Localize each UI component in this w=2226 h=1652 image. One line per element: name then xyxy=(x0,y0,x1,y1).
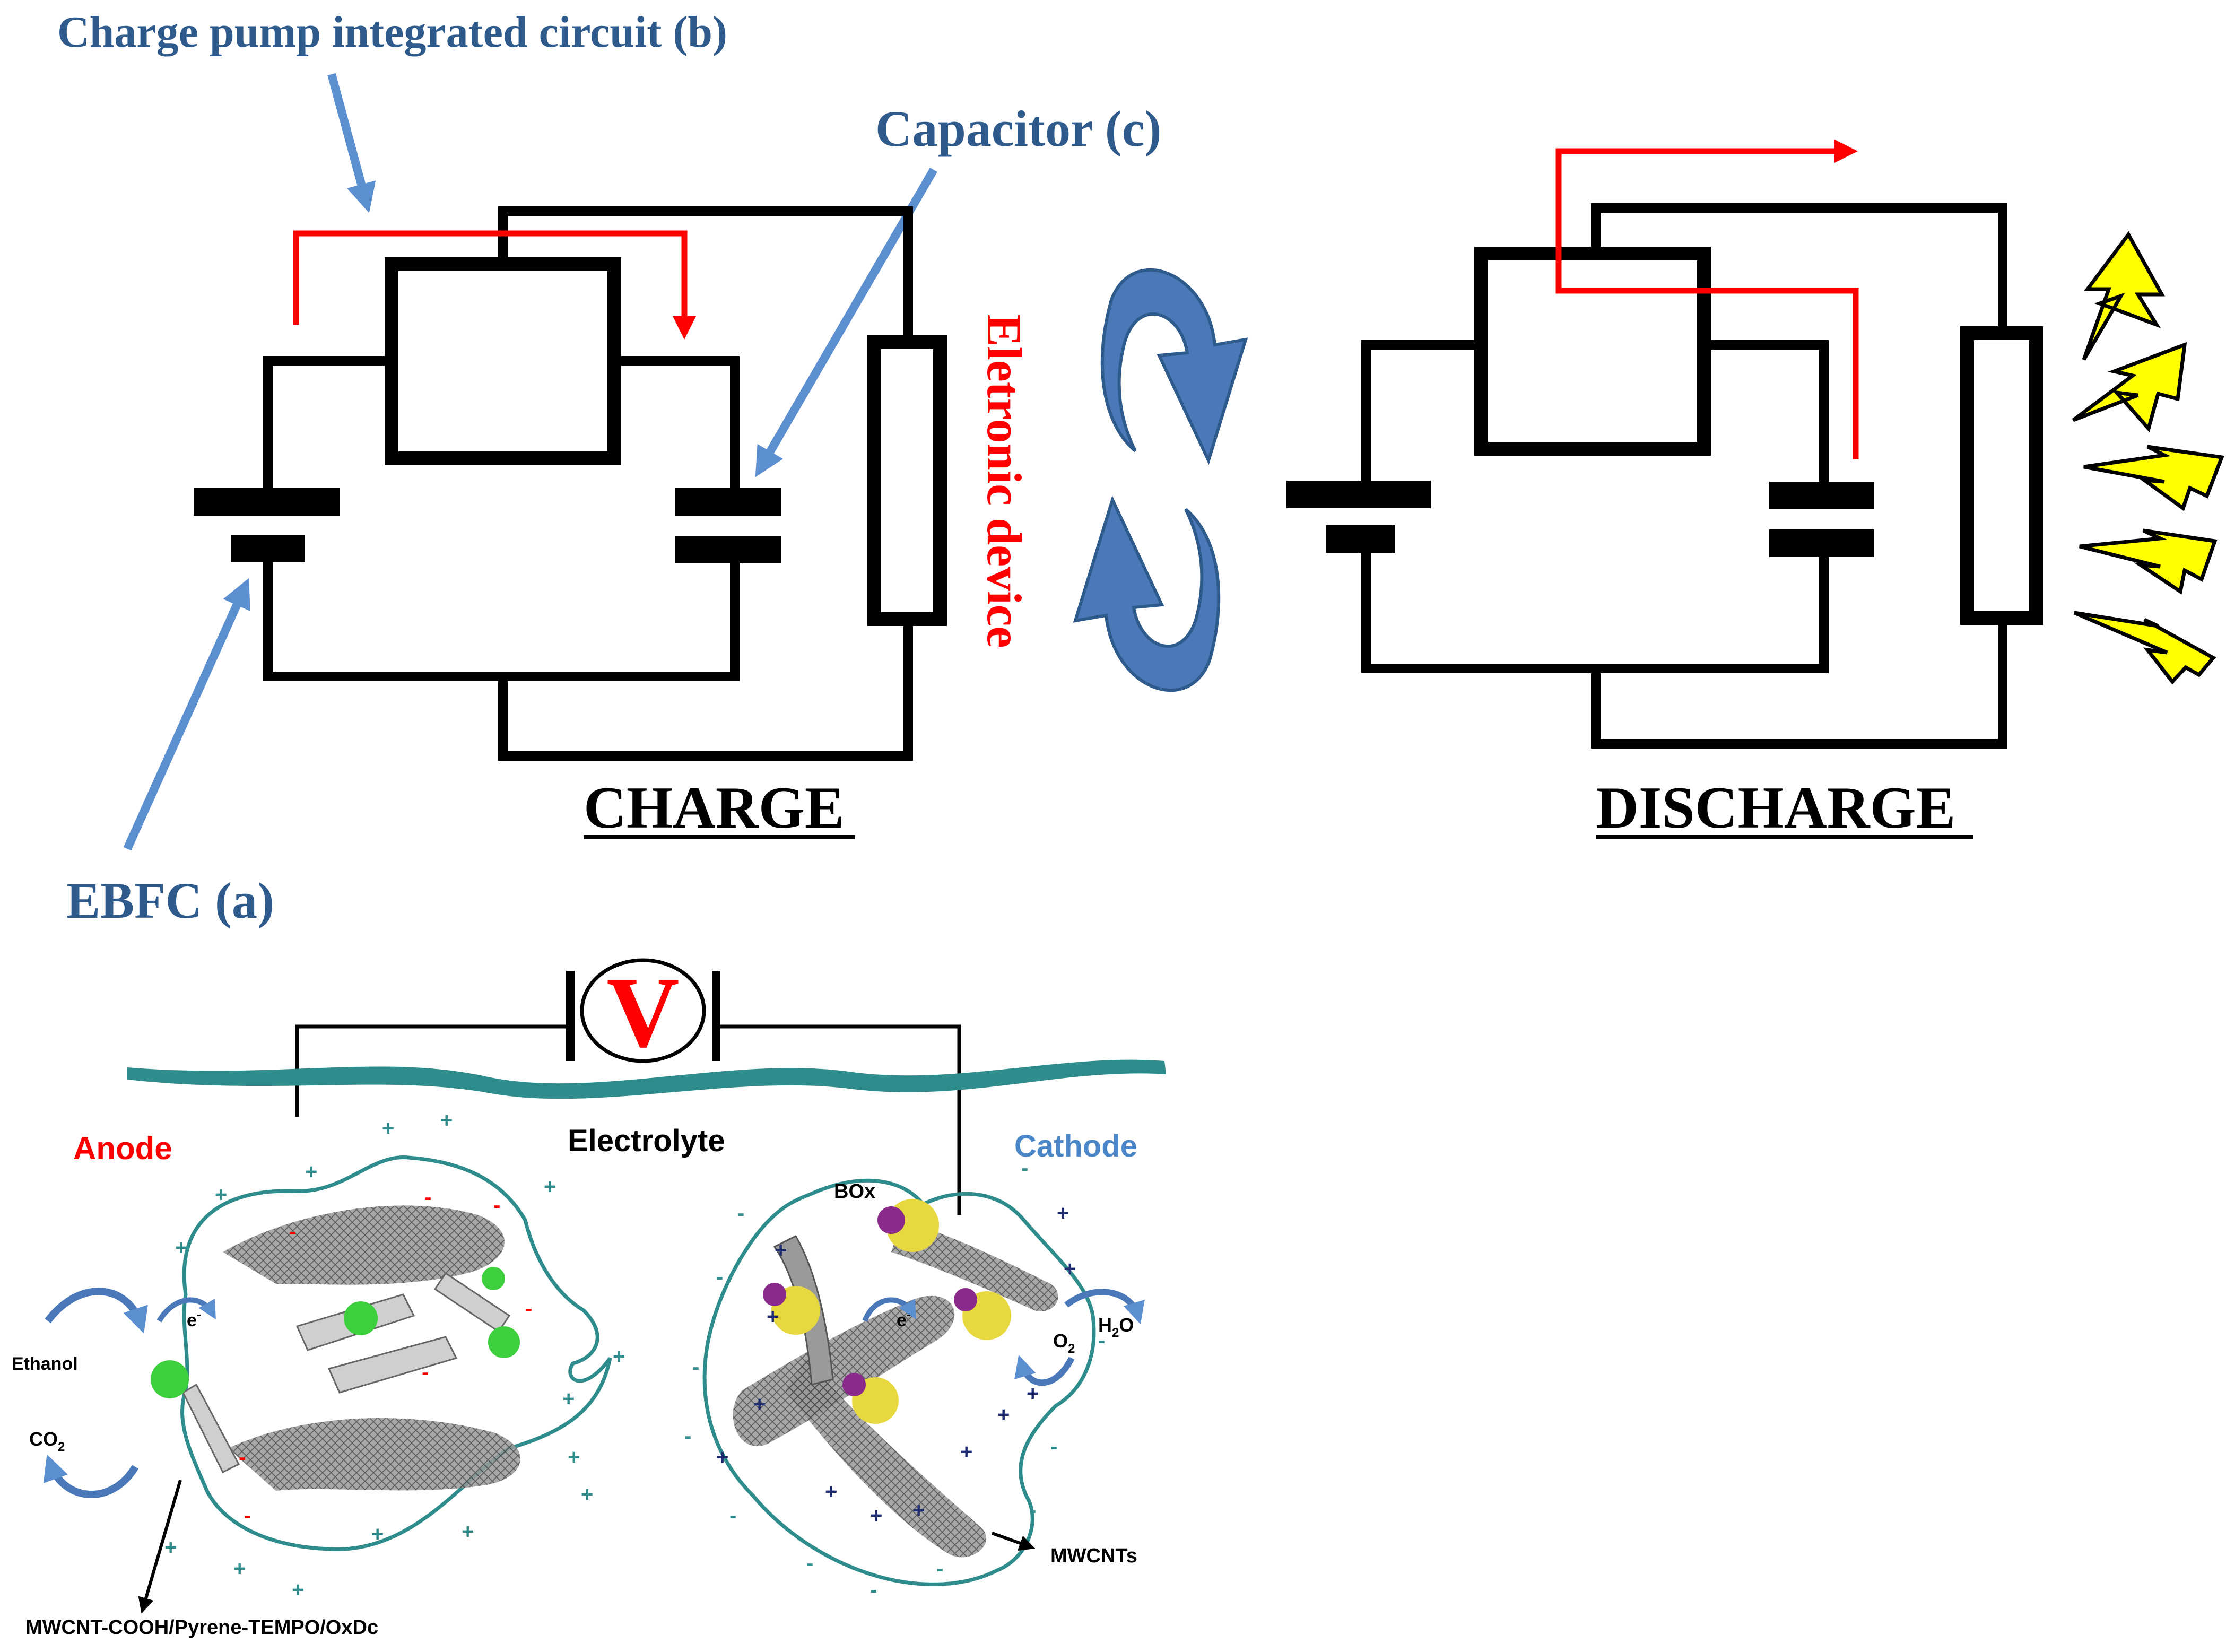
electrolyte-label: Electrolyte xyxy=(568,1124,725,1158)
svg-text:-: - xyxy=(422,1361,429,1384)
ebfc-battery-short-plate xyxy=(231,535,305,562)
svg-text:-: - xyxy=(244,1504,251,1527)
svg-text:-: - xyxy=(936,1557,943,1580)
svg-text:-: - xyxy=(1050,1435,1057,1458)
circular-arrows-icon xyxy=(1073,268,1248,692)
svg-text:-: - xyxy=(806,1552,813,1575)
capacitor-bottom-plate xyxy=(675,536,781,563)
anode-outline xyxy=(180,1155,612,1551)
svg-text:+: + xyxy=(825,1480,837,1503)
ebfc-cell-illustration: V Anode Electrolyte Cathode + + + + + + … xyxy=(12,957,1166,1639)
discharge-battery-short-plate xyxy=(1326,525,1395,553)
electrolyte-surface xyxy=(127,1059,1166,1099)
voltmeter-icon xyxy=(580,958,706,1063)
svg-text:+: + xyxy=(292,1578,304,1602)
electronic-device-label: Eletronic device xyxy=(977,314,1031,648)
anode-electron-label: e- xyxy=(187,1308,201,1331)
charge-pump-ic xyxy=(385,257,621,465)
svg-text:+: + xyxy=(960,1440,972,1464)
discharge-capacitor-bottom-plate xyxy=(1769,529,1874,557)
svg-text:-: - xyxy=(424,1186,431,1209)
cathode-electron-label: e- xyxy=(897,1308,911,1331)
discharge-title: DISCHARGE xyxy=(1596,775,1955,841)
svg-text:+: + xyxy=(568,1446,580,1469)
svg-text:+: + xyxy=(305,1160,317,1184)
discharge-circuit xyxy=(1286,140,2043,749)
svg-text:+: + xyxy=(870,1504,882,1527)
svg-text:+: + xyxy=(562,1387,575,1411)
h2o-label: H2O xyxy=(1098,1314,1134,1340)
anode-material-label: MWCNT-COOH/Pyrene-TEMPO/OxDc xyxy=(25,1616,378,1639)
svg-text:-: - xyxy=(737,1202,744,1225)
svg-text:+: + xyxy=(767,1305,779,1328)
svg-text:+: + xyxy=(613,1345,625,1368)
svg-text:-: - xyxy=(525,1297,532,1320)
co2-label: CO2 xyxy=(29,1428,65,1454)
cathode-label: Cathode xyxy=(1014,1129,1137,1163)
anode-charges: + + + + + + + + + + + + + + + - - - - - … xyxy=(164,1109,625,1602)
svg-text:-: - xyxy=(1098,1329,1105,1352)
electronic-device-resistor xyxy=(867,335,947,626)
capacitor-top-plate xyxy=(675,488,781,516)
svg-text:+: + xyxy=(164,1536,177,1559)
svg-text:-: - xyxy=(976,1565,983,1588)
svg-text:-: - xyxy=(493,1194,500,1217)
lightning-bolt-icon xyxy=(2072,231,2224,685)
svg-text:-: - xyxy=(692,1355,699,1379)
charge-circuit xyxy=(194,206,947,761)
charge-pump-label: Charge pump integrated circuit (b) xyxy=(57,7,727,57)
ebfc-label: EBFC (a) xyxy=(66,872,274,929)
svg-text:+: + xyxy=(997,1403,1010,1427)
mwcnts-label: MWCNTs xyxy=(1050,1545,1137,1567)
svg-text:+: + xyxy=(1027,1382,1039,1405)
cathode-charges: - - - - - - - - - - - - - + + + + + + + … xyxy=(684,1157,1105,1602)
discharge-electronic-device-resistor xyxy=(1960,326,2043,625)
ebfc-pointer xyxy=(123,578,250,851)
svg-text:-: - xyxy=(239,1446,246,1469)
svg-text:+: + xyxy=(440,1109,453,1132)
svg-text:+: + xyxy=(753,1393,766,1416)
svg-text:-: - xyxy=(729,1504,736,1527)
ethanol-label: Ethanol xyxy=(12,1354,78,1374)
svg-text:+: + xyxy=(382,1117,394,1140)
svg-text:+: + xyxy=(912,1499,925,1522)
svg-text:+: + xyxy=(371,1523,384,1546)
anode-label: Anode xyxy=(73,1131,172,1166)
discharge-capacitor-top-plate xyxy=(1769,482,1874,509)
o2-label: O2 xyxy=(1053,1330,1075,1356)
svg-text:-: - xyxy=(716,1265,723,1289)
svg-text:+: + xyxy=(233,1557,246,1580)
svg-text:-: - xyxy=(684,1424,691,1448)
discharge-charge-pump-ic xyxy=(1474,247,1711,456)
svg-text:-: - xyxy=(1021,1157,1028,1180)
svg-text:+: + xyxy=(1057,1202,1069,1225)
charge-title: CHARGE xyxy=(584,775,845,841)
svg-text:+: + xyxy=(175,1236,187,1259)
svg-text:+: + xyxy=(215,1183,227,1206)
voltmeter-label: V xyxy=(606,957,679,1068)
svg-text:-: - xyxy=(289,1220,296,1244)
svg-text:-: - xyxy=(1029,1499,1036,1522)
svg-text:+: + xyxy=(581,1483,593,1506)
svg-text:+: + xyxy=(462,1520,474,1543)
discharge-battery-long-plate xyxy=(1286,481,1431,508)
svg-text:-: - xyxy=(870,1578,877,1602)
box-label: BOx xyxy=(834,1180,875,1203)
capacitor-label: Capacitor (c) xyxy=(875,100,1161,157)
ebfc-battery-long-plate xyxy=(194,488,340,516)
charge-pump-pointer xyxy=(327,73,376,213)
svg-text:+: + xyxy=(1064,1257,1076,1281)
svg-text:+: + xyxy=(544,1175,556,1198)
svg-text:+: + xyxy=(716,1446,728,1469)
svg-text:+: + xyxy=(775,1239,787,1262)
